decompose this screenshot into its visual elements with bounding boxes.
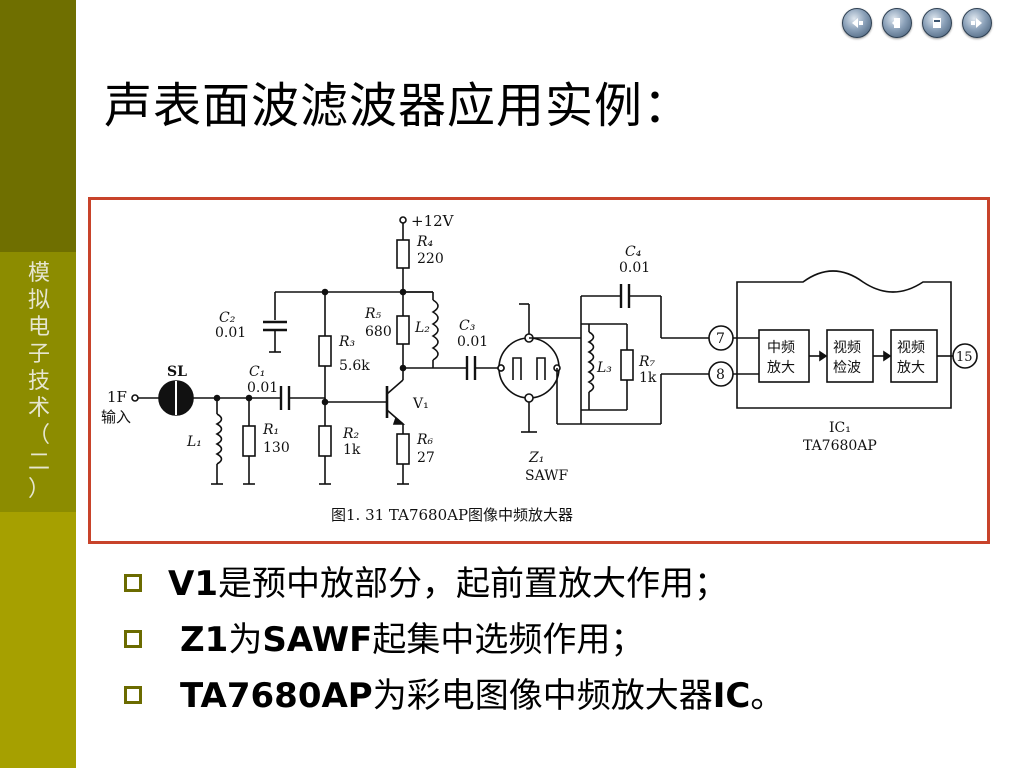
bullet-bold: SAWF — [262, 620, 373, 660]
block1-line2: 放大 — [767, 360, 795, 376]
first-icon — [852, 18, 863, 28]
bullet-text: 为彩电图像中频放大器 — [372, 676, 713, 716]
sidebar-middle-band — [0, 252, 76, 512]
pin7-label: 7 — [716, 331, 725, 347]
r7-label: R₇ — [638, 354, 656, 370]
bullet-bold: Z1 — [180, 620, 229, 660]
bullet-text: 起集中选频作用； — [372, 620, 645, 660]
pin15-label: 15 — [956, 350, 973, 365]
inductor-l2 — [431, 299, 439, 361]
r2-label: R₂ — [342, 426, 360, 442]
next-slide-button[interactable] — [922, 8, 952, 38]
resistor-r6 — [396, 433, 410, 465]
c4-label: C₄ — [625, 244, 642, 260]
bullet-text: 是预中放部分，起前置放大作用； — [217, 564, 728, 604]
v1-label: V₁ — [412, 396, 429, 412]
sidebar-char: （ — [27, 423, 50, 448]
r3-label: R₃ — [338, 334, 356, 350]
block2-line1: 视频 — [833, 340, 861, 356]
bullet-bold: IC — [712, 676, 751, 716]
circuit-figure: +12V R₄ 220 C₂ 0.01 R₃ 5.6k R₅ 680 — [88, 197, 990, 544]
bullet-bold: V1 — [168, 564, 218, 604]
slide-navigation — [842, 8, 1002, 38]
sidebar-char: 子 — [27, 342, 50, 367]
slide-title: 声表面波滤波器应用实例： — [104, 78, 693, 134]
block1-line1: 中频 — [767, 340, 795, 356]
r3-value: 5.6k — [339, 358, 370, 374]
pin-15 — [952, 343, 978, 369]
sidebar-char: 拟 — [27, 288, 50, 313]
r5-label: R₅ — [364, 306, 382, 322]
bullet-text: 为 — [228, 620, 263, 660]
bullet-square-icon — [124, 574, 142, 592]
resistor-r4 — [396, 239, 410, 269]
sawf-label: SAWF — [525, 468, 569, 484]
prev-icon — [892, 18, 900, 28]
next-icon — [933, 18, 941, 28]
ic1-outline — [736, 270, 952, 409]
c4-value: 0.01 — [619, 260, 650, 276]
input-label-1: 1F — [107, 388, 127, 406]
block2-line2: 检波 — [833, 360, 861, 376]
sidebar-char: 技 — [27, 369, 50, 394]
sidebar-char: 术 — [27, 396, 50, 421]
c3-label: C₃ — [459, 318, 476, 334]
r6-label: R₆ — [416, 432, 434, 448]
vcc-label: +12V — [411, 212, 455, 230]
block3-line1: 视频 — [897, 340, 925, 356]
r5-value: 680 — [365, 324, 392, 340]
sidebar-bottom-band — [0, 512, 76, 768]
sidebar-char: 模 — [27, 261, 50, 286]
resistor-r5 — [396, 315, 410, 345]
sidebar-char: 二 — [27, 450, 50, 475]
last-icon — [971, 18, 982, 28]
bullet-bold: TA7680AP — [180, 676, 373, 716]
c2-label: C₂ — [219, 310, 236, 326]
resistor-r2 — [318, 425, 332, 457]
resistor-r3 — [318, 335, 332, 367]
resistor-r1 — [242, 425, 256, 457]
l1-label: L₁ — [186, 434, 202, 450]
bullet-text: 。 — [750, 676, 785, 716]
bullet-square-icon — [124, 630, 142, 648]
inductor-l3 — [587, 331, 595, 393]
r7-value: 1k — [639, 370, 657, 386]
resistor-r7 — [620, 349, 634, 381]
c1-value: 0.01 — [247, 380, 278, 396]
sawf-z1 — [498, 337, 560, 399]
previous-slide-button[interactable] — [882, 8, 912, 38]
first-slide-button[interactable] — [842, 8, 872, 38]
block3-line2: 放大 — [897, 360, 925, 376]
sidebar-course-title: 模 拟 电 子 技 术 （ 二 ） — [26, 260, 52, 503]
vcc-terminal — [399, 216, 407, 224]
circuit-diagram: +12V R₄ 220 C₂ 0.01 R₃ 5.6k R₅ 680 — [101, 212, 978, 524]
r6-value: 27 — [417, 450, 435, 466]
inductor-l1 — [215, 413, 223, 465]
r4-label: R₄ — [416, 234, 434, 250]
sidebar-char: ） — [27, 477, 50, 502]
l2-label: L₂ — [414, 320, 430, 336]
last-slide-button[interactable] — [962, 8, 992, 38]
pin8-label: 8 — [716, 367, 725, 383]
sl-label: SL — [167, 364, 187, 380]
ic1-part-label: TA7680AP — [803, 438, 877, 454]
sidebar-char: 电 — [27, 315, 50, 340]
l3-label: L₃ — [596, 360, 612, 376]
figure-caption: 图1. 31 TA7680AP图像中频放大器 — [331, 506, 573, 524]
c1-label: C₁ — [249, 364, 265, 380]
z1-label: Z₁ — [528, 450, 544, 466]
r1-label: R₁ — [262, 422, 279, 438]
r2-value: 1k — [343, 442, 361, 458]
ic1-label: IC₁ — [829, 420, 851, 436]
sidebar-top-band — [0, 0, 76, 252]
r1-value: 130 — [263, 440, 290, 456]
c3-value: 0.01 — [457, 334, 488, 350]
input-label-2: 输入 — [101, 408, 131, 426]
r4-value: 220 — [417, 251, 444, 267]
bullet-square-icon — [124, 686, 142, 704]
c2-value: 0.01 — [215, 325, 246, 341]
